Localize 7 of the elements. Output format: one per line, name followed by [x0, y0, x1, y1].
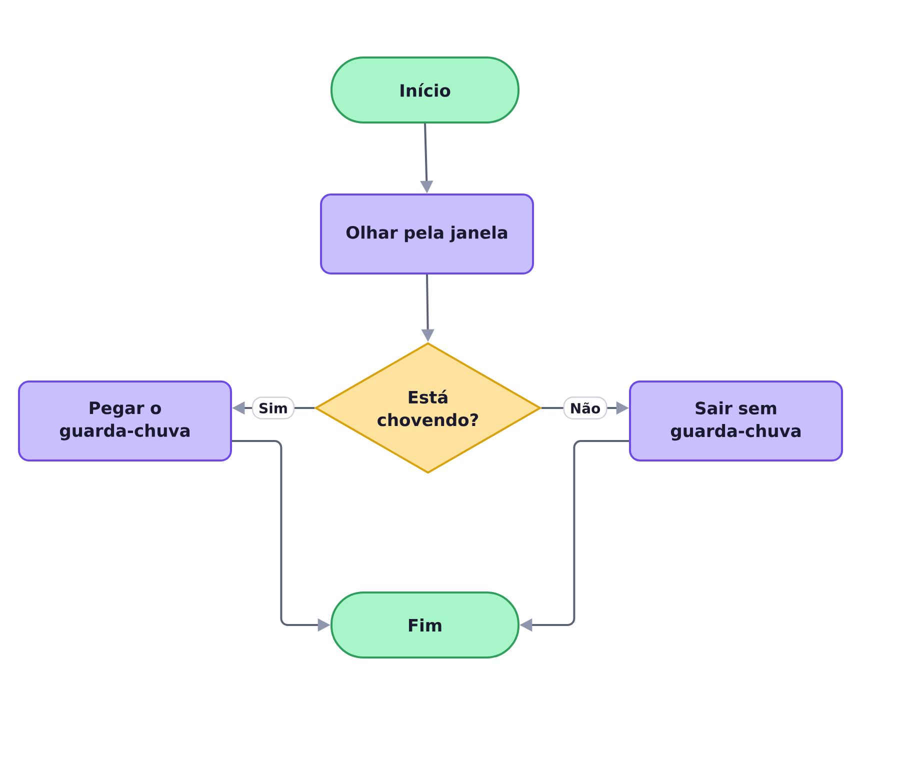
terminal-pill: Início: [330, 56, 520, 124]
terminal-pill: Fim: [330, 592, 520, 658]
process-box: Olhar pela janela: [320, 194, 534, 274]
edge-label: Não: [563, 396, 608, 420]
process-box: Pegar o guarda-chuva: [18, 380, 232, 462]
edge-label: Sim: [252, 396, 295, 420]
process-box: Sair sem guarda-chuva: [629, 380, 843, 462]
